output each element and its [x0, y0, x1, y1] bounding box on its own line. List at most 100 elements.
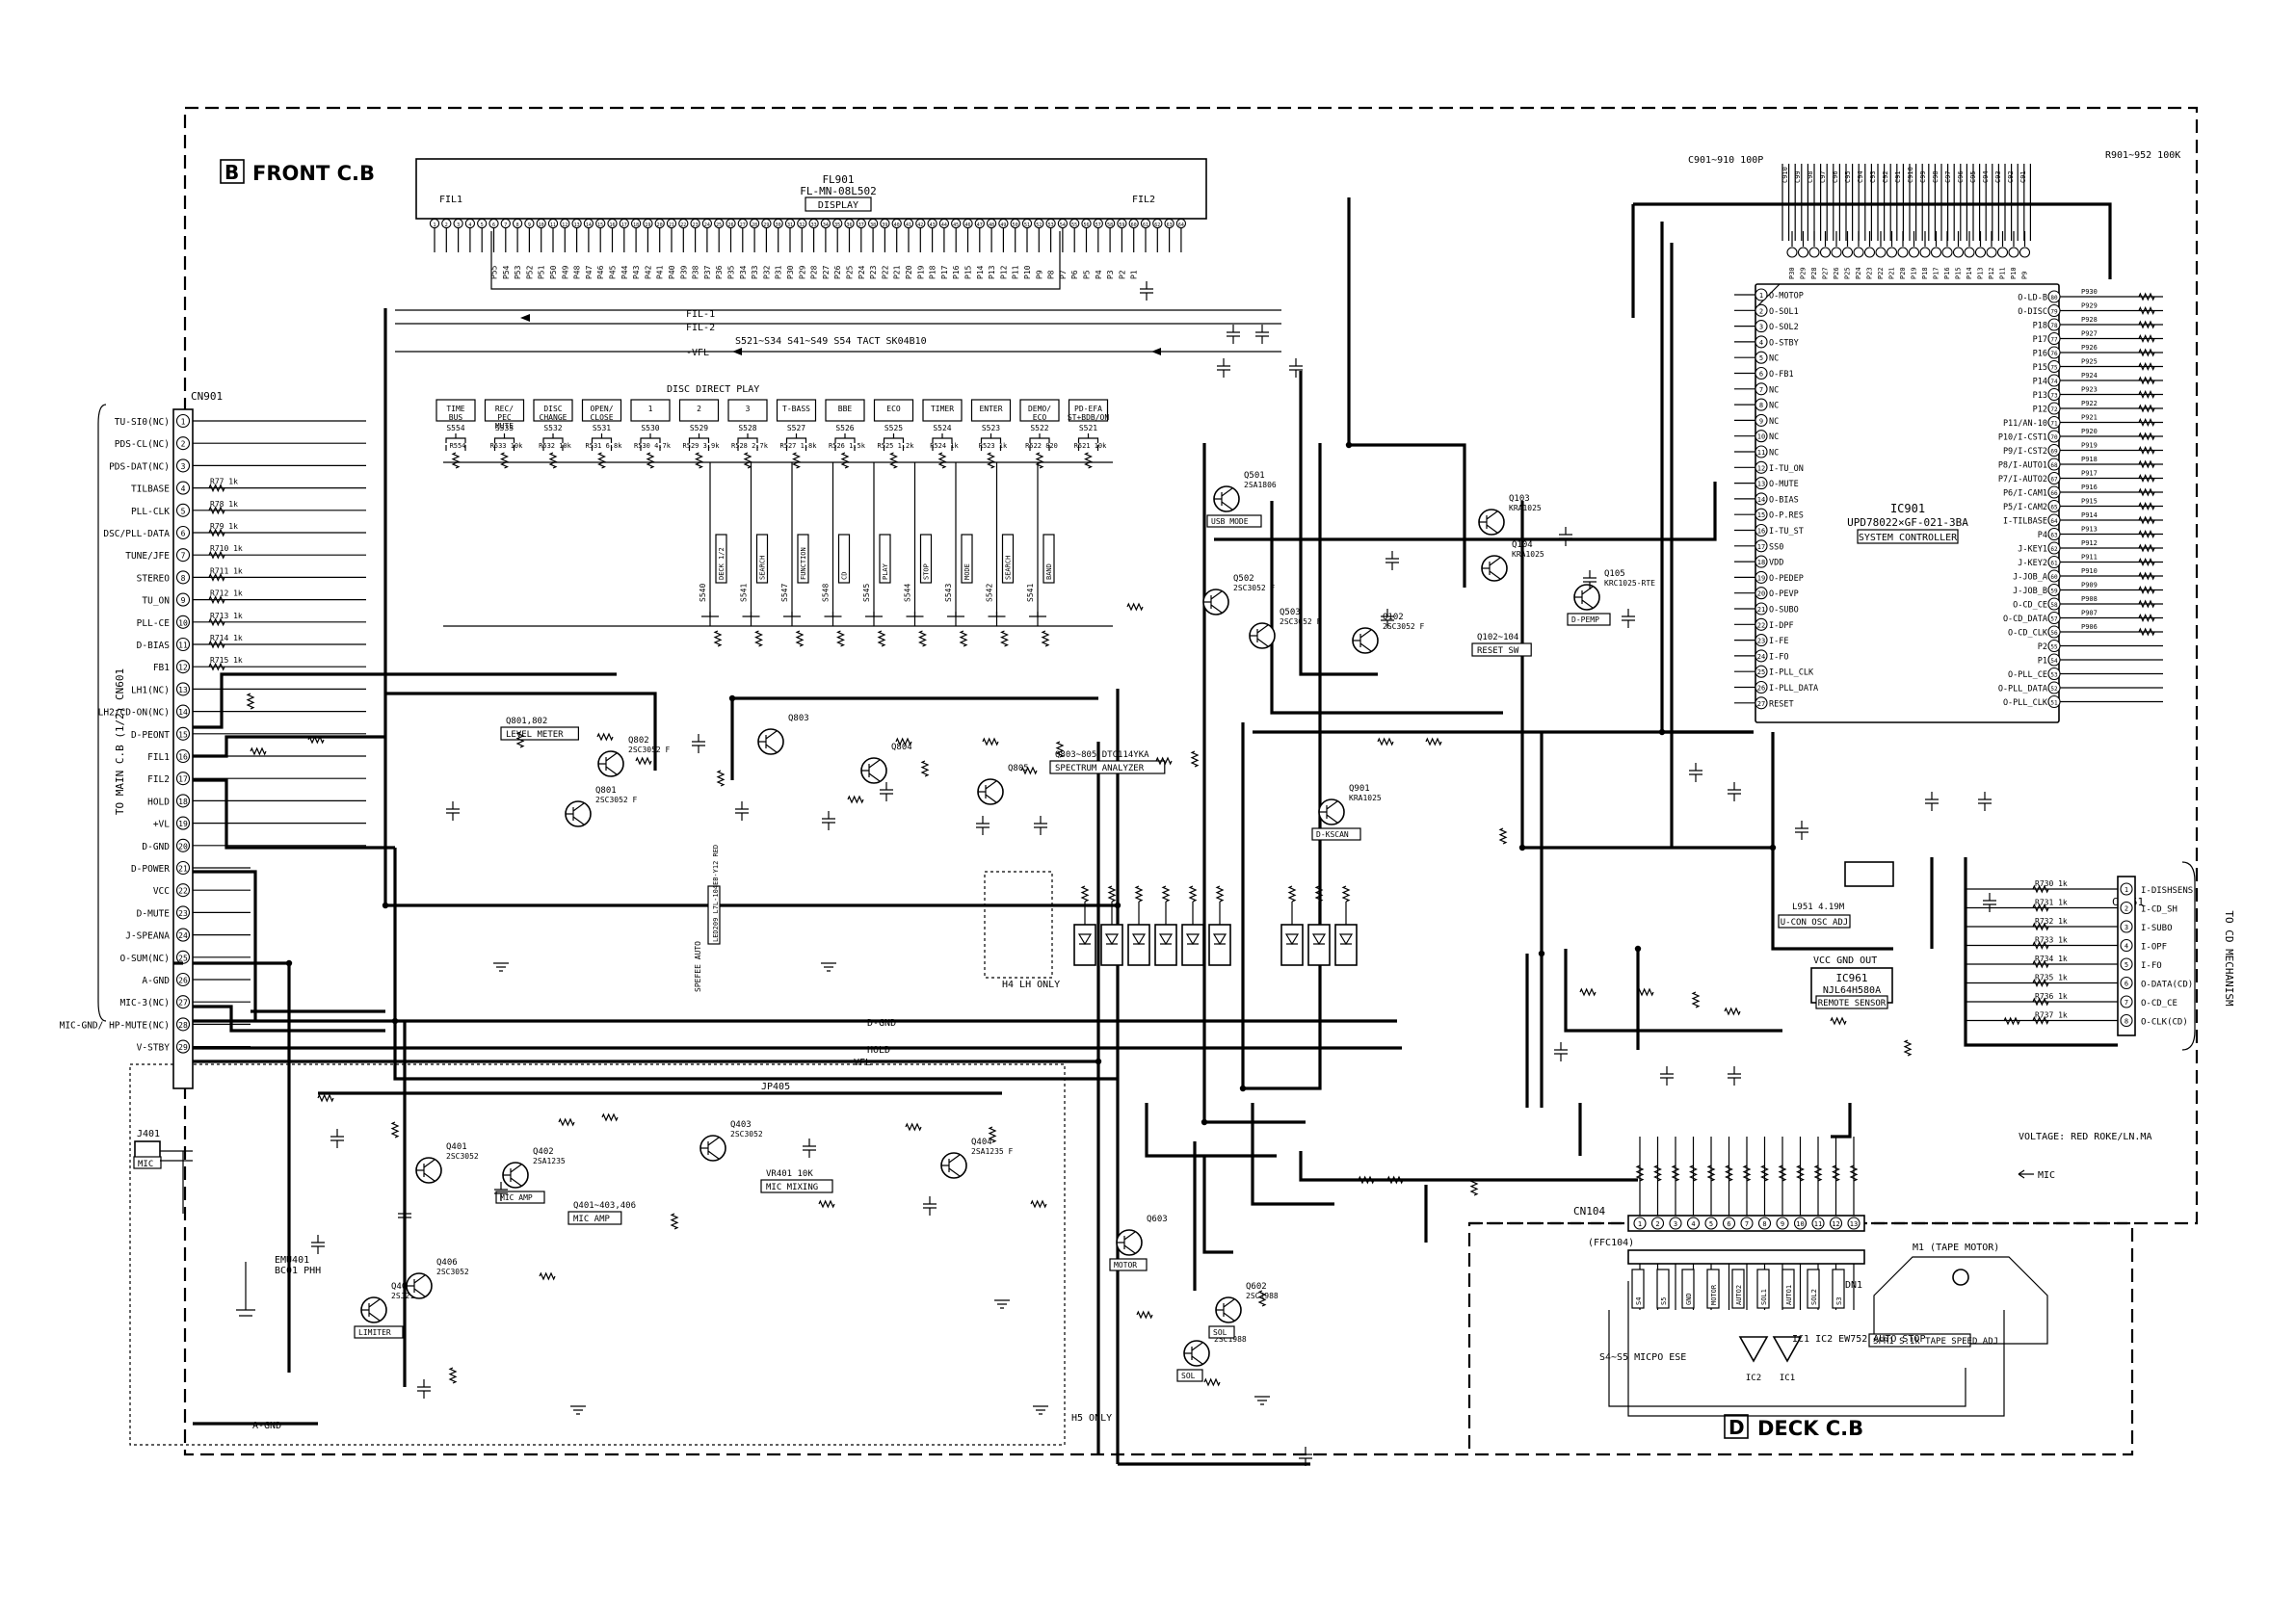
transistor: [1573, 584, 1600, 611]
switch-r-label: R554: [450, 442, 466, 450]
switch-label: BBE: [838, 405, 853, 413]
ic901-left-pin-num: 9: [1759, 417, 1763, 425]
fl-pin: [749, 218, 760, 229]
switch-r-label: R531 6.8k: [586, 442, 623, 450]
cn901-r-label: R711 1k: [210, 566, 243, 575]
fl-pin-num: 5: [481, 223, 484, 228]
transistor-leads: [566, 802, 585, 825]
cn751-pin: [2120, 957, 2133, 971]
ic901-left-pin-num: 3: [1759, 324, 1763, 331]
wire-jp405: JP405: [761, 1082, 790, 1092]
dp-lower-resistor: [795, 630, 805, 647]
switch-label-box: [581, 399, 622, 422]
switch-label-box: [533, 399, 573, 422]
cn751-r-label: R736 1k: [2035, 992, 2068, 1001]
fl-pin: [630, 218, 642, 229]
switch-label: MUTE: [495, 422, 514, 431]
ic901-top-pin: [1964, 247, 1975, 258]
deck-label: S5: [1660, 1297, 1668, 1305]
ic901-right-resistor: [2138, 474, 2155, 483]
capacitor: [803, 1139, 816, 1158]
ic901-right-resistor: [2138, 390, 2155, 399]
dp-lower-label-box: [879, 534, 891, 584]
ground-symbol: [570, 1405, 586, 1415]
fl-pin-num: 19: [645, 223, 650, 228]
ic961-pins: VCC GND OUT: [1813, 955, 1877, 966]
fl-grid-label: P4: [1095, 270, 1103, 279]
wire-vfl: -VFL: [686, 348, 709, 358]
dp-lower-ref: S541: [740, 584, 749, 602]
fl-pin: [820, 218, 831, 229]
cn104-fc: (FFC104): [1588, 1238, 1634, 1248]
led-resistor: [1188, 885, 1198, 903]
dp-lower-resistor: [836, 630, 845, 647]
fl-pin: [927, 218, 937, 229]
cn901-r-label: R712 1k: [210, 589, 243, 598]
ic901-right-pin-num: 69: [2050, 449, 2058, 456]
top-cap-label: C99: [1794, 170, 1802, 183]
transistor: [406, 1272, 433, 1299]
front-letter: B: [224, 161, 239, 184]
ic901-right-pin-label: O-PLL_CLK: [2003, 698, 2048, 708]
dp-lower-ref: S548: [822, 584, 831, 602]
fl-pin-num: 59: [1119, 223, 1124, 228]
ic961-ref: IC961: [1835, 972, 1867, 984]
ic901-right-resistor: [2138, 502, 2155, 510]
ic901-top-label: P15: [1955, 267, 1963, 279]
switch-r-label: R529 3.9k: [683, 442, 721, 450]
block-ref: Q801,802: [506, 717, 547, 726]
cn901-pin-label: D-PEONT: [131, 730, 170, 741]
switch-label-box: [678, 399, 720, 422]
transistor-label: SOL: [1181, 1372, 1196, 1380]
ic901-left-pin-label: I-PLL_CLK: [1769, 668, 1814, 678]
transistor-label-box: [1208, 1325, 1235, 1339]
resistor: [307, 735, 325, 745]
fl-pin: [1045, 218, 1056, 229]
fl-pin-num: 21: [669, 223, 674, 228]
led-diode: [1104, 933, 1120, 946]
fl-pin-num: 26: [727, 223, 733, 228]
fl-grid-label: P18: [929, 265, 937, 279]
transistor: [1249, 622, 1276, 649]
cn901-pin-label: FIL2: [147, 774, 170, 785]
cn104-resistor: [1671, 1165, 1680, 1182]
capacitor: [330, 1129, 344, 1148]
transistor-ref: Q406: [436, 1258, 458, 1268]
resistor: [1136, 1310, 1153, 1320]
ic901-top-label: P20: [1899, 267, 1907, 279]
cn901-pin: [175, 883, 191, 898]
ic901-top-pin: [1952, 247, 1965, 258]
led-resistor: [1134, 885, 1144, 903]
ic901-right-resistor: [2138, 334, 2155, 343]
cn901-pin-label: TUNE/JFE: [125, 551, 170, 562]
resistor: [847, 795, 864, 804]
ic901-right-pin-label: P8/I-AUTO1: [1998, 461, 2047, 471]
capacitor: [923, 1196, 937, 1216]
switch-resistor: [889, 452, 898, 469]
switch-label-box: [727, 399, 768, 422]
capacitor: [1925, 792, 1939, 811]
switch-r-label: R533 10k: [490, 442, 524, 450]
switch-symbol: [785, 433, 807, 451]
cn751-resistor: [2032, 1016, 2049, 1025]
block-ref: Q803~805 DTC114YKA: [1055, 750, 1149, 760]
cn901-pin-num: 23: [178, 909, 188, 918]
cn104-pin-num: 8: [1762, 1220, 1766, 1228]
transistor: [860, 757, 887, 784]
block-ref: Q401~403,406: [573, 1201, 636, 1211]
emu-ref: EMU401: [275, 1255, 309, 1266]
fl-grid-label: P41: [656, 265, 665, 279]
fl-pin-num: 9: [528, 223, 531, 228]
transistor-leads: [941, 1154, 961, 1177]
capacitor: [1583, 570, 1597, 589]
fl-pin-num: 40: [894, 223, 900, 228]
cn104-pin-num: 5: [1709, 1220, 1713, 1228]
fl-pin: [547, 218, 559, 229]
transistor-ref: Q805: [1008, 764, 1029, 773]
cn901-pin: [175, 972, 191, 987]
resistor: [558, 1117, 575, 1127]
switch-label: DEMO/: [1028, 405, 1051, 413]
cn104-pin-num: 6: [1727, 1220, 1730, 1228]
cn751-pin-num: 7: [2124, 999, 2128, 1007]
resistor: [716, 770, 726, 787]
